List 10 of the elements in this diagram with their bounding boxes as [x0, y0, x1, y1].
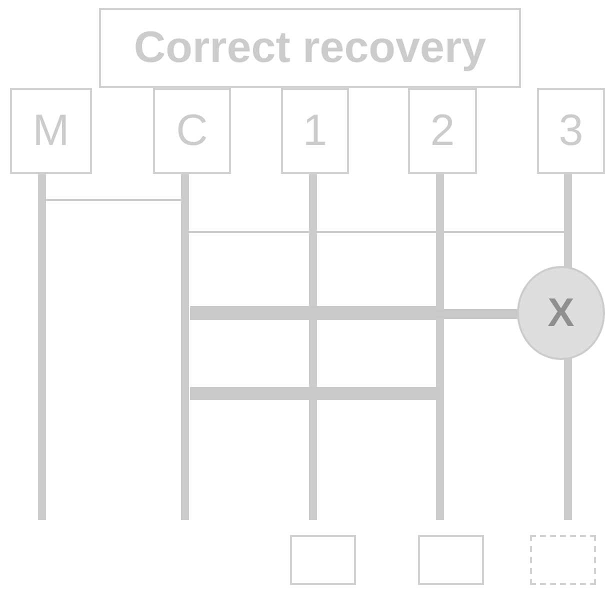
- participant-box: [537, 88, 605, 174]
- empty-box: [290, 535, 356, 585]
- placeholder-box: [530, 535, 596, 585]
- empty-box: [418, 535, 484, 585]
- participant-box: [408, 88, 477, 174]
- participant-box: [153, 88, 231, 174]
- title-box: [99, 8, 521, 88]
- participant-box: [281, 88, 349, 174]
- participant-box: [10, 88, 92, 174]
- failure-mark: X: [548, 290, 574, 336]
